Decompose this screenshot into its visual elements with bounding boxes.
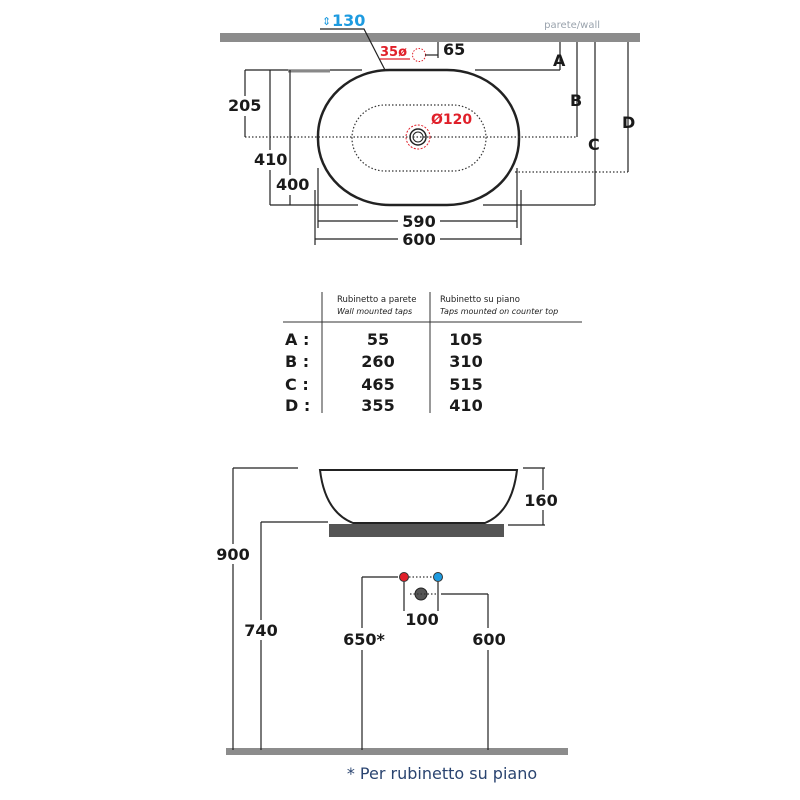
hot-tap-icon	[399, 572, 409, 582]
table-row: C : 465 515	[285, 375, 483, 394]
svg-text:B :: B :	[285, 352, 309, 371]
tap-hole-label: 35ø	[380, 45, 407, 60]
basin-outline	[316, 68, 521, 207]
dim-600-side: 600	[472, 630, 505, 649]
leader-line	[320, 28, 386, 71]
dim-600: 600	[402, 230, 435, 249]
col-header-counter-en: Taps mounted on counter top	[440, 307, 558, 316]
svg-text:260: 260	[361, 352, 394, 371]
wall-label: parete/wall	[544, 20, 600, 31]
col-header-counter: Rubinetto su piano	[440, 295, 520, 305]
table-row: D : 355 410	[285, 396, 483, 415]
floor	[226, 748, 568, 755]
basin-inner	[351, 104, 487, 172]
dim-410: 410	[254, 150, 287, 169]
svg-text:310: 310	[449, 352, 482, 371]
svg-text:355: 355	[361, 396, 394, 415]
side-view: 900 740 160 100 650* 600 * Per rubinetto…	[214, 467, 568, 783]
table-row: A : 55 105	[285, 330, 483, 349]
countertop	[329, 524, 504, 537]
footnote: * Per rubinetto su piano	[347, 764, 537, 783]
drain-label: Ø120	[431, 112, 472, 128]
basin-side	[318, 469, 519, 524]
dim-590: 590	[402, 212, 435, 231]
tap-offset-label: 65	[443, 40, 465, 59]
dim-205: 205	[228, 96, 261, 115]
table-row: B : 260 310	[285, 352, 483, 371]
drain-icon	[405, 124, 431, 150]
svg-text:55: 55	[367, 330, 389, 349]
col-header-wall: Rubinetto a parete	[337, 295, 416, 305]
svg-text:105: 105	[449, 330, 482, 349]
dimension-table: Rubinetto a parete Wall mounted taps Rub…	[283, 292, 582, 415]
dim-400: 400	[276, 175, 309, 194]
dim-a: A	[553, 51, 566, 70]
col-header-wall-en: Wall mounted taps	[337, 307, 412, 316]
dim-b: B	[570, 91, 582, 110]
svg-text:D :: D :	[285, 396, 310, 415]
dim-160: 160	[524, 491, 557, 510]
svg-text:A :: A :	[285, 330, 309, 349]
cold-tap-icon	[433, 572, 443, 582]
dim-100: 100	[405, 610, 438, 629]
svg-text:410: 410	[449, 396, 482, 415]
dim-650: 650*	[343, 630, 385, 649]
svg-text:515: 515	[449, 375, 482, 394]
tap-hole-icon	[412, 48, 426, 62]
dim-c: C	[588, 135, 600, 154]
height-arrows-icon: ⇕	[322, 15, 331, 28]
tap-height-label: 130	[332, 11, 365, 30]
dim-740: 740	[244, 621, 277, 640]
dim-900: 900	[216, 545, 249, 564]
top-view: parete/wall ⇕ 130 35ø 65 Ø120 A B C D 20…	[220, 11, 640, 249]
dim-d: D	[622, 113, 635, 132]
svg-text:C :: C :	[285, 375, 309, 394]
svg-text:465: 465	[361, 375, 394, 394]
wall	[220, 33, 640, 42]
